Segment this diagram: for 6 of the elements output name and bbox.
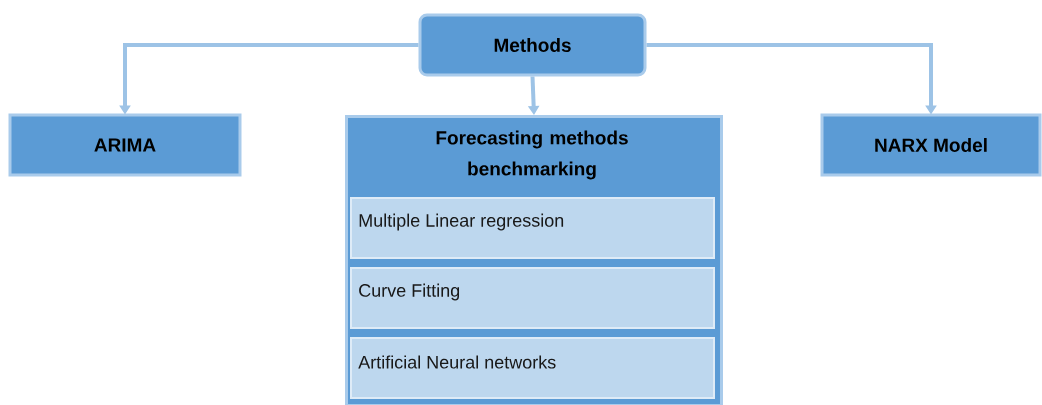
heading-box: Methods (418, 13, 647, 77)
item-box: Multiple Linear regression (350, 197, 715, 259)
method-box: ARIMA (8, 113, 242, 177)
item-box: Curve Fitting (350, 267, 715, 329)
item-box: Artificial Neural networks (350, 337, 715, 399)
method-box: NARX Model (820, 113, 1042, 177)
